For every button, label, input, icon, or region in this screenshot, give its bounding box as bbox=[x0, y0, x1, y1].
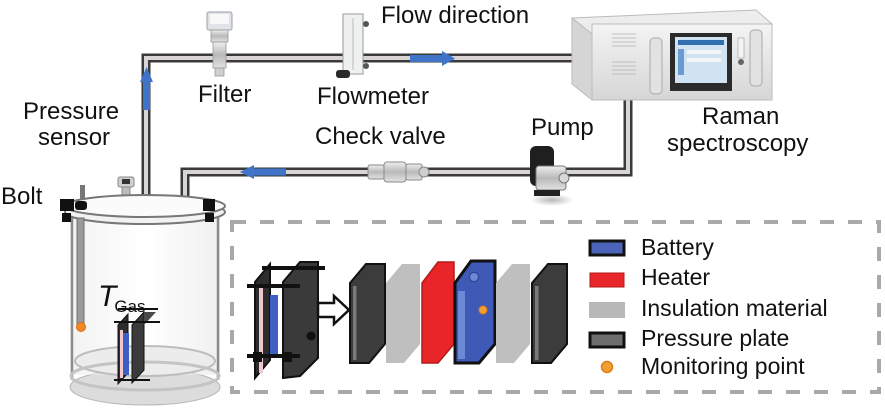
pressure-sensor-label-line2: sensor bbox=[38, 124, 111, 151]
insulation-swatch bbox=[589, 302, 625, 318]
raman-spectrometer-icon bbox=[570, 9, 774, 102]
legend-label-insulation: Insulation material bbox=[641, 295, 828, 321]
flow-arrow-right bbox=[410, 51, 455, 66]
gas-monitoring-point bbox=[76, 322, 86, 332]
heater-swatch bbox=[589, 272, 625, 288]
legend-label-heater: Heater bbox=[641, 264, 711, 290]
flow-arrow-left bbox=[240, 165, 286, 179]
monitoring-point-swatch bbox=[600, 360, 614, 374]
flowmeter-label: Flowmeter bbox=[317, 83, 430, 110]
gas-chamber bbox=[60, 185, 226, 406]
pressure-sensor-icon bbox=[117, 176, 135, 198]
pressure-plate-left bbox=[349, 263, 386, 364]
battery-swatch bbox=[588, 239, 626, 257]
raman-label-line2: spectroscopy bbox=[667, 130, 809, 157]
t-gas-symbol: T bbox=[98, 280, 117, 313]
pressure-plate-right bbox=[531, 263, 568, 364]
legend-swatches bbox=[588, 239, 626, 374]
pump-icon bbox=[530, 146, 574, 206]
flowmeter-icon bbox=[336, 13, 369, 78]
flow-arrow-up bbox=[140, 67, 153, 110]
pump-label: Pump bbox=[531, 114, 594, 141]
battery-monitoring-point bbox=[478, 305, 488, 315]
filter-icon bbox=[206, 11, 233, 77]
assembly-arrow-icon bbox=[316, 293, 351, 327]
insulation-layer-left bbox=[386, 264, 420, 363]
battery-module-in-chamber bbox=[114, 308, 160, 386]
check-valve-icon bbox=[367, 161, 430, 183]
raman-label-line1: Raman bbox=[702, 103, 780, 130]
t-gas-label: TGas bbox=[98, 280, 148, 316]
assembled-battery-module bbox=[247, 261, 325, 381]
legend-label-battery: Battery bbox=[641, 234, 714, 260]
legend-label-monitoring-point: Monitoring point bbox=[641, 353, 805, 379]
bolt-label: Bolt bbox=[1, 183, 43, 210]
heater-layer bbox=[421, 261, 455, 364]
exploded-battery-stack bbox=[349, 259, 568, 365]
pressure-plate-swatch bbox=[588, 331, 626, 349]
legend-label-pressure-plate: Pressure plate bbox=[641, 325, 790, 351]
pressure-sensor-label-line1: Pressure bbox=[23, 98, 120, 125]
filter-label: Filter bbox=[198, 81, 252, 108]
flow-direction-label: Flow direction bbox=[381, 2, 530, 29]
battery-stack-inset bbox=[230, 220, 881, 394]
check-valve-label: Check valve bbox=[315, 123, 446, 150]
t-gas-subscript: Gas bbox=[114, 297, 146, 316]
vent-grille bbox=[612, 33, 636, 75]
insulation-layer-right bbox=[496, 264, 530, 363]
battery-layer bbox=[453, 259, 497, 365]
bolt-icon bbox=[60, 199, 74, 211]
